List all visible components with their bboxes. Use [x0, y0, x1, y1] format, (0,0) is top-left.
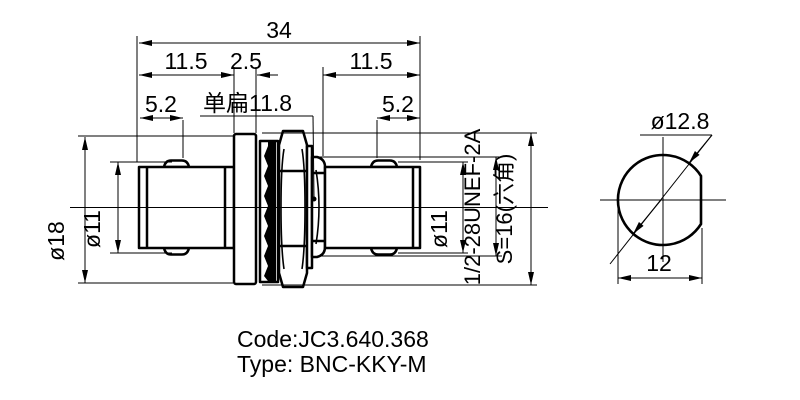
dim-hex-label: S=16(六角) [492, 154, 517, 265]
part-code: Code:JC3.640.368 [237, 326, 429, 352]
dim-flat-label: 单扁11.8 [203, 90, 292, 116]
dim-end-flat-label: 12 [646, 250, 672, 276]
flat-leader-dot [311, 196, 317, 202]
dim-thread-callout: 1/2-28UNEF-2A [460, 128, 499, 285]
dim-flat-callout: 单扁11.8 [200, 90, 315, 198]
part-type: Type: BNC-KKY-M [237, 351, 427, 377]
right-lug-top-icon [369, 159, 399, 169]
part-lock-washer [258, 139, 280, 284]
end-view-outline [616, 153, 703, 247]
dim-right-lug-label: 5.2 [382, 91, 414, 117]
dim-right-length: 11.5 [323, 48, 420, 78]
dim-left-lug-label: 5.2 [145, 91, 177, 117]
dim-left-length-label: 11.5 [164, 48, 207, 74]
dim-overall-length: 34 [139, 17, 420, 46]
part-hex-nut [277, 129, 309, 289]
dim-left-dia-label: ø11 [79, 210, 105, 248]
dim-flange-dia-label: ø18 [43, 221, 69, 261]
dim-left-lug: 5.2 [140, 91, 183, 121]
dimensions: 34 11.5 2.5 11.5 5.2 5.2 [43, 17, 537, 286]
dim-flange-thickness: 2.5 [230, 48, 278, 78]
dim-right-dia: ø11 [426, 162, 466, 253]
dim-right-lug: 5.2 [377, 91, 420, 121]
extension-lines [78, 36, 537, 286]
dim-right-length-label: 11.5 [349, 48, 392, 74]
part-flange [232, 132, 258, 286]
dim-end-dia-label: ø12.8 [651, 108, 710, 134]
right-lug-bottom-icon [369, 246, 399, 256]
dim-thread-label: 1/2-28UNEF-2A [460, 128, 485, 285]
dim-hex-callout: S=16(六角) [492, 133, 534, 285]
end-view: ø12.8 12 [600, 108, 726, 284]
dim-left-length: 11.5 [139, 48, 234, 78]
dim-flange-thickness-label: 2.5 [230, 48, 262, 74]
side-view [70, 129, 548, 289]
dim-end-dia: ø12.8 [609, 108, 713, 265]
dim-left-dia: ø11 [79, 162, 121, 253]
dim-overall-label: 34 [266, 17, 292, 43]
dim-flange-dia: ø18 [43, 137, 88, 283]
title-block: Code:JC3.640.368 Type: BNC-KKY-M [237, 326, 429, 377]
dim-end-flat-width: 12 [617, 203, 703, 284]
dim-right-dia-label: ø11 [426, 210, 452, 248]
